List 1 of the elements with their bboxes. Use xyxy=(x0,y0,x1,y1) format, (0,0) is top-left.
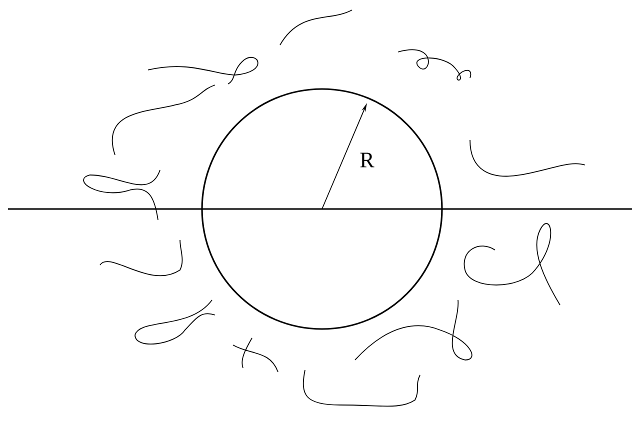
radius-label: R xyxy=(360,152,374,168)
